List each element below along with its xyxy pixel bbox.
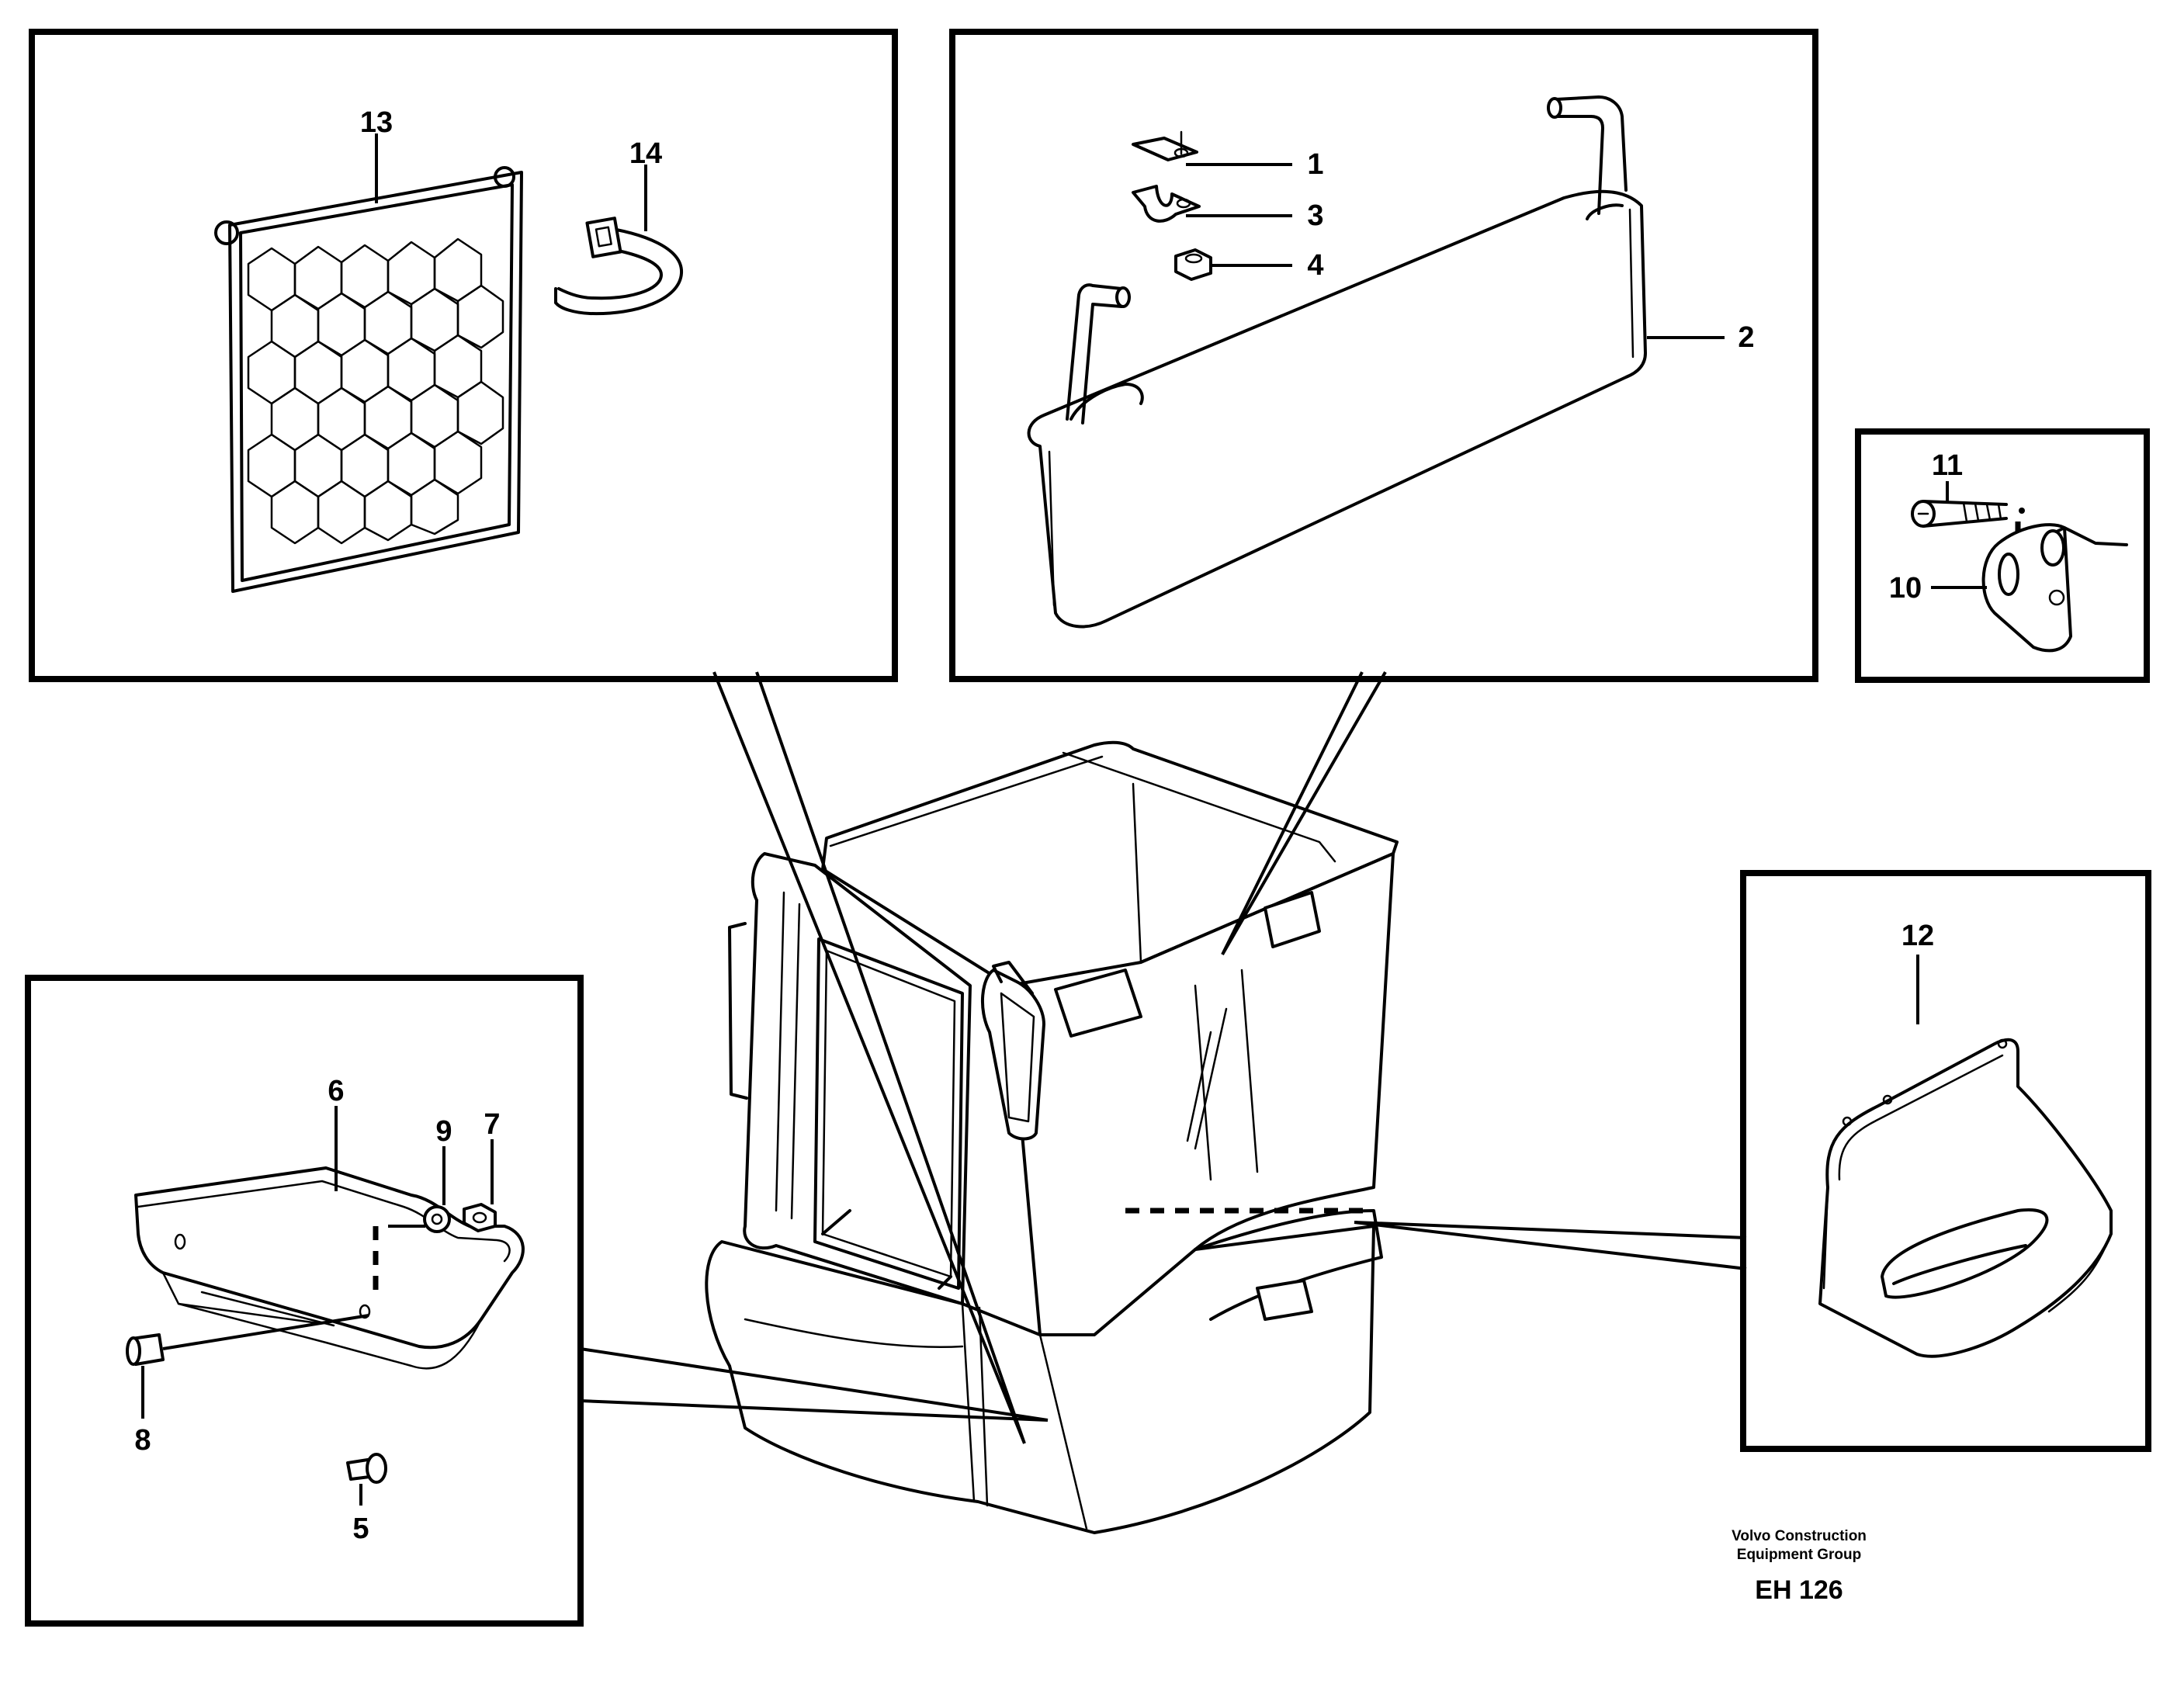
callout-14: 14 — [629, 137, 662, 170]
callout-10: 10 — [1889, 572, 1922, 605]
screw-part — [1911, 500, 2025, 528]
callout-6: 6 — [328, 1075, 344, 1107]
nut-part — [1174, 248, 1212, 281]
company-name-line1: Volvo Construction — [1732, 1528, 1867, 1544]
tray-mount-line — [162, 1314, 369, 1350]
storage-box-part — [1818, 1038, 2113, 1358]
callout-11: 11 — [1932, 449, 1963, 482]
nut-part — [463, 1203, 497, 1232]
bracket-part — [1132, 130, 1198, 161]
footer: Volvo Construction Equipment Group EH 12… — [1732, 1528, 1867, 1605]
panel-frame — [1855, 428, 2150, 683]
panel-storage-net: 13 14 — [29, 29, 898, 682]
callout-3: 3 — [1307, 199, 1323, 232]
callout-1: 1 — [1307, 148, 1323, 181]
panel-frame — [25, 975, 584, 1627]
panel-pointers — [580, 671, 1747, 1444]
panel-frame — [29, 29, 898, 682]
panel-frame — [949, 29, 1818, 682]
callout-12: 12 — [1901, 920, 1934, 952]
company-name-line2: Equipment Group — [1737, 1547, 1861, 1563]
panel-frame — [1740, 870, 2151, 1452]
callout-5: 5 — [352, 1513, 369, 1545]
storage-net-part — [214, 166, 523, 593]
washer-part — [423, 1205, 451, 1233]
callout-4: 4 — [1307, 249, 1323, 282]
callout-2: 2 — [1738, 321, 1754, 354]
panel-sun-visor: 1 3 4 2 — [949, 29, 1818, 682]
panel-coat-hook: 11 10 — [1855, 428, 2150, 683]
spacer-part — [126, 1333, 165, 1366]
coat-hook-part — [1981, 523, 2128, 653]
panel-storage-tray: 6 9 7 8 5 — [25, 975, 584, 1627]
callout-9: 9 — [435, 1115, 452, 1148]
clip-part — [1132, 185, 1201, 223]
storage-tray-part — [134, 1166, 525, 1370]
callout-8: 8 — [134, 1424, 151, 1457]
plug-part — [346, 1453, 387, 1484]
callout-13: 13 — [360, 106, 393, 139]
callout-7: 7 — [484, 1108, 500, 1141]
cable-tie-part — [554, 217, 684, 316]
sun-visor-part — [1027, 95, 1647, 629]
panel-storage-box: 12 — [1740, 870, 2151, 1452]
cab-illustration — [705, 740, 1399, 1534]
drawing-code: EH 126 — [1755, 1575, 1843, 1605]
